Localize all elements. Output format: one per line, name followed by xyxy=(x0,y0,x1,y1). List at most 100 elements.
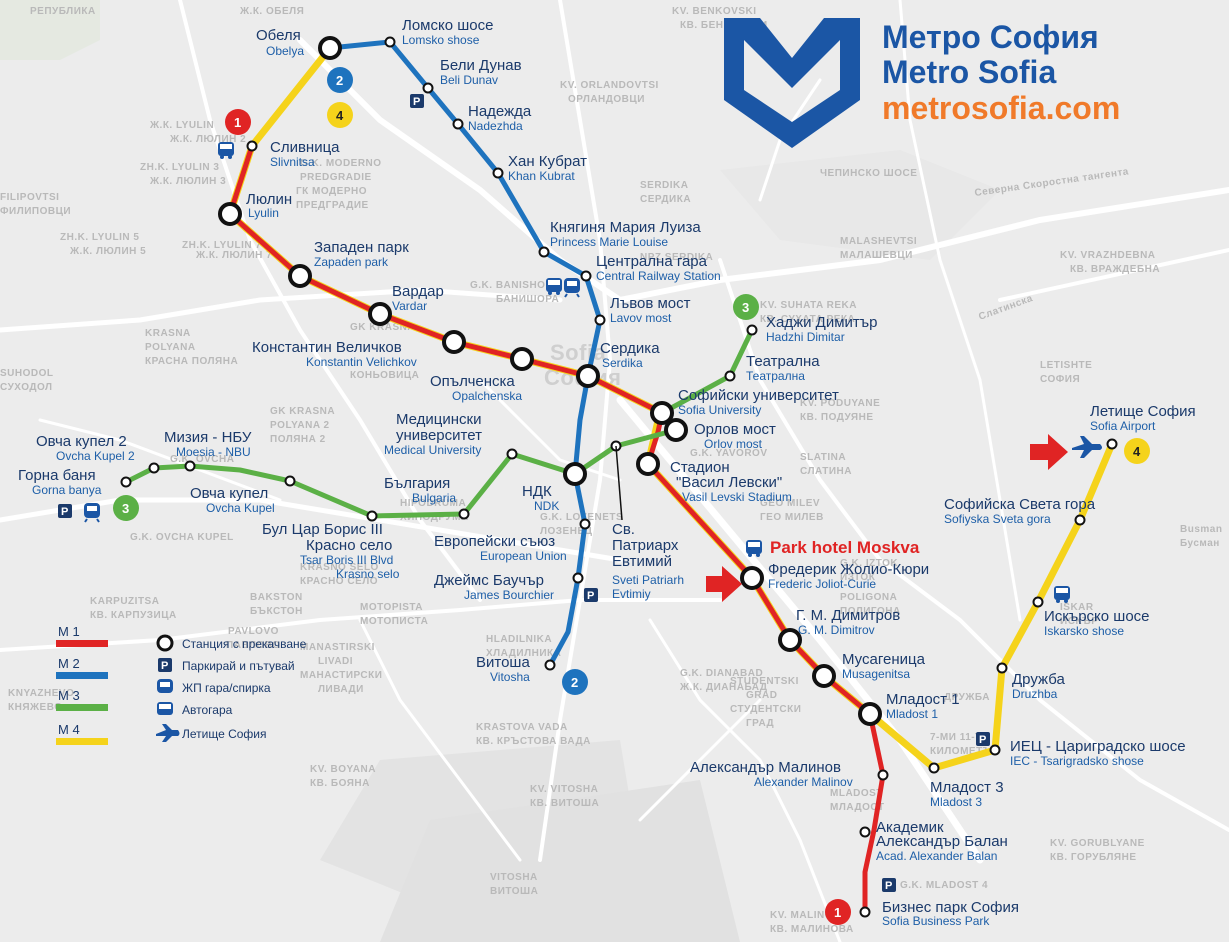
stop-european-union[interactable] xyxy=(579,518,591,530)
hotel-marker[interactable]: Park hotel Moskva xyxy=(746,538,920,557)
svg-text:MALASHEVTSI: MALASHEVTSI xyxy=(840,236,917,247)
stop-lavov-most[interactable] xyxy=(594,314,606,326)
svg-text:Orlov most: Orlov most xyxy=(704,437,763,451)
airplane-icon xyxy=(156,724,180,742)
legend-line-m4: M 4 xyxy=(56,722,108,745)
svg-text:Константин Величков: Константин Величков xyxy=(252,339,402,356)
stop-hadzhi-dimitar[interactable] xyxy=(746,324,758,336)
svg-text:КВ. СУХАТА РЕКА: КВ. СУХАТА РЕКА xyxy=(760,314,855,325)
svg-text:"Васил Левски": "Васил Левски" xyxy=(676,474,782,491)
svg-text:КВ. КРЪСТОВА ВАДА: КВ. КРЪСТОВА ВАДА xyxy=(476,736,591,747)
train-icon xyxy=(157,679,173,693)
interchange-gm-dimitrov[interactable] xyxy=(778,628,802,652)
stop-sveta-gora[interactable] xyxy=(1074,514,1086,526)
badge-m4-airport: 4 xyxy=(1124,438,1150,464)
svg-text:Frederic Joliot-Curie: Frederic Joliot-Curie xyxy=(768,577,876,591)
stop-vitosha[interactable] xyxy=(544,659,556,671)
interchange-mladost1[interactable] xyxy=(858,702,882,726)
svg-text:BAKSTON: BAKSTON xyxy=(250,592,303,603)
stop-iskarsko[interactable] xyxy=(1032,596,1044,608)
train-icon xyxy=(84,503,100,523)
interchange-zapaden-park[interactable] xyxy=(288,264,312,288)
svg-text:Alexander Malinov: Alexander Malinov xyxy=(754,775,853,789)
stop-nadezhda[interactable] xyxy=(452,118,464,130)
interchange-musagenitsa[interactable] xyxy=(812,664,836,688)
line-badges: 1 2 4 3 3 4 2 1 xyxy=(113,67,1150,925)
stop-airport[interactable] xyxy=(1106,438,1118,450)
interchange-stadion[interactable] xyxy=(636,452,660,476)
svg-text:P: P xyxy=(885,880,892,892)
svg-text:POLYANA: POLYANA xyxy=(145,342,196,353)
svg-text:ISKAR: ISKAR xyxy=(1060,602,1094,613)
svg-text:ФИЛИПОВЦИ: ФИЛИПОВЦИ xyxy=(0,206,71,217)
svg-text:КРАСНА ПОЛЯНА: КРАСНА ПОЛЯНА xyxy=(145,356,238,367)
stop-academic-balan[interactable] xyxy=(859,826,871,838)
interchange-serdika[interactable] xyxy=(576,364,600,388)
stop-james-bourchier[interactable] xyxy=(572,572,584,584)
stop-druzhba[interactable] xyxy=(996,662,1008,674)
svg-text:Obelya: Obelya xyxy=(266,44,304,58)
svg-text:СЛАТИНА: СЛАТИНА xyxy=(800,466,852,477)
stop-tsar-boris[interactable] xyxy=(366,510,378,522)
stop-khan-kubrat[interactable] xyxy=(492,167,504,179)
station-dots xyxy=(120,36,1118,918)
stop-ovcha-kupel-2[interactable] xyxy=(148,462,160,474)
svg-text:ГК МОДЕРНО: ГК МОДЕРНО xyxy=(296,186,367,197)
svg-text:Александър Балан: Александър Балан xyxy=(876,833,1008,850)
badge-m4-north: 4 xyxy=(327,102,353,128)
svg-text:G.K. YAVOROV: G.K. YAVOROV xyxy=(690,448,768,459)
svg-text:Летище София: Летище София xyxy=(1090,403,1196,420)
stop-marie-louise[interactable] xyxy=(538,246,550,258)
interchange-lyulin[interactable] xyxy=(218,202,242,226)
svg-text:MANASTIRSKI: MANASTIRSKI xyxy=(300,642,375,653)
svg-text:M 4: M 4 xyxy=(58,722,80,737)
stop-medical[interactable] xyxy=(506,448,518,460)
stop-gorna-banya[interactable] xyxy=(120,476,132,488)
stop-alexander-malinov[interactable] xyxy=(877,769,889,781)
stop-lomsko-shose[interactable] xyxy=(384,36,396,48)
svg-text:РЕПУБЛИКА: РЕПУБЛИКА xyxy=(30,6,96,17)
svg-text:Джеймс Баучър: Джеймс Баучър xyxy=(434,572,544,589)
stop-mladost3[interactable] xyxy=(928,762,940,774)
stop-teatralna[interactable] xyxy=(724,370,736,382)
svg-text:Горна баня: Горна баня xyxy=(18,467,96,484)
svg-text:Паркирай и пътувай: Паркирай и пътувай xyxy=(182,659,295,673)
interchange-orlov-most[interactable] xyxy=(664,418,688,442)
stop-slivnitsa[interactable] xyxy=(246,140,258,152)
svg-text:ZH.K. LYULIN 5: ZH.K. LYULIN 5 xyxy=(60,232,139,243)
svg-text:1: 1 xyxy=(834,905,841,920)
stop-beli-dunav[interactable] xyxy=(422,82,434,94)
svg-text:Opalchenska: Opalchenska xyxy=(452,389,522,403)
svg-text:Бизнес парк София: Бизнес парк София xyxy=(882,899,1019,916)
interchange-sofia-university[interactable] xyxy=(650,401,674,425)
svg-text:PREDGRADIE: PREDGRADIE xyxy=(300,172,372,183)
stop-business-park[interactable] xyxy=(859,906,871,918)
svg-text:Евтимий: Евтимий xyxy=(612,553,672,570)
stop-central-station[interactable] xyxy=(580,270,592,282)
interchange-joliot-curie[interactable] xyxy=(740,566,764,590)
stop-moesia[interactable] xyxy=(184,460,196,472)
hotel-label: Park hotel Moskva xyxy=(770,538,920,557)
stop-iec[interactable] xyxy=(989,744,1001,756)
interchange-obelya[interactable] xyxy=(318,36,342,60)
stop-ovcha-kupel[interactable] xyxy=(284,475,296,487)
svg-text:ЖП гара/спирка: ЖП гара/спирка xyxy=(182,681,271,695)
svg-text:КВ. МАЛИНОВА: КВ. МАЛИНОВА xyxy=(770,924,854,935)
svg-text:KV. BENKOVSKI: KV. BENKOVSKI xyxy=(672,6,756,17)
interchange-vardar[interactable] xyxy=(368,302,392,326)
svg-text:KV. VITOSHA: KV. VITOSHA xyxy=(530,784,598,795)
interchange-opalchenska[interactable] xyxy=(510,347,534,371)
svg-text:Ж.К. LYULIN: Ж.К. LYULIN xyxy=(149,120,214,131)
svg-text:Ж.К. ЛЮЛИН 7: Ж.К. ЛЮЛИН 7 xyxy=(195,250,272,261)
interchange-ndk[interactable] xyxy=(563,462,587,486)
interchange-velichkov[interactable] xyxy=(442,330,466,354)
stop-bulgaria[interactable] xyxy=(458,508,470,520)
